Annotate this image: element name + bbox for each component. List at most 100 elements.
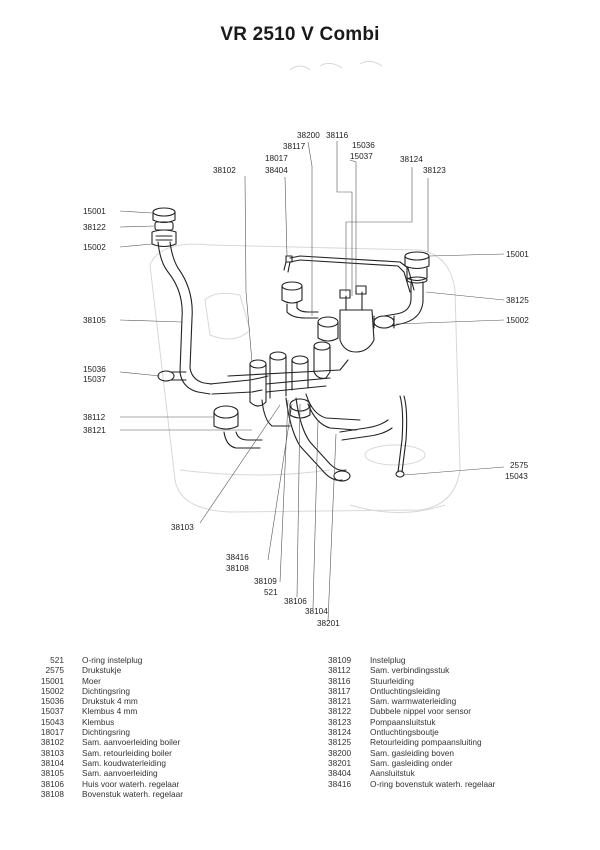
callout-15037: 15037 bbox=[350, 152, 373, 161]
legend-code: 521 bbox=[50, 655, 64, 665]
legend-row: 38201 Sam. gasleiding onder bbox=[328, 758, 495, 768]
legend-code: 38125 bbox=[328, 737, 352, 748]
legend-desc: Bovenstuk waterh. regelaar bbox=[82, 788, 184, 799]
callout-15002-left: 15002 bbox=[83, 243, 106, 252]
legend-desc: Retourleiding pompaansluiting bbox=[370, 737, 482, 748]
callout-2575: 2575 bbox=[510, 461, 529, 470]
callout-38121: 38121 bbox=[83, 426, 106, 435]
legend-code: 38117 bbox=[328, 685, 351, 696]
legend-desc: Sam. koudwaterleiding bbox=[82, 757, 166, 768]
nut-stack-left bbox=[151, 207, 177, 248]
callout-38124: 38124 bbox=[400, 155, 423, 164]
legend-desc: Dichtingsring bbox=[82, 727, 130, 738]
legend-code: 15002 bbox=[40, 685, 64, 696]
legend-code: 38112 bbox=[328, 665, 351, 676]
callout-15036-left: 15036 bbox=[83, 365, 106, 374]
legend-row: 38121 Sam. warmwaterleiding bbox=[328, 696, 495, 706]
callout-38125: 38125 bbox=[506, 296, 529, 305]
parts-legend-left: 521 O-ring instelplug 2575 Drukstukje 1500… bbox=[30, 655, 183, 799]
legend-code: 38123 bbox=[328, 716, 352, 727]
callout-15037-left: 15037 bbox=[83, 375, 106, 384]
legend-code: 38106 bbox=[40, 778, 64, 789]
legend-code: 38116 bbox=[328, 675, 351, 686]
callout-38102: 38102 bbox=[213, 166, 236, 175]
legend-code: 38121 bbox=[328, 696, 352, 707]
callout-38104: 38104 bbox=[305, 607, 328, 616]
legend-code: 15043 bbox=[40, 716, 64, 727]
callout-38200: 38200 bbox=[297, 131, 320, 140]
legend-desc: Sam. aanvoerleiding boiler bbox=[82, 737, 181, 748]
legend-code: 38104 bbox=[40, 757, 64, 768]
callout-38112: 38112 bbox=[83, 413, 106, 422]
legend-code: 38124 bbox=[328, 727, 352, 738]
exploded-parts-diagram: 38200 38116 38117 15036 18017 15037 3812… bbox=[83, 60, 529, 628]
legend-desc: Klembus 4 mm bbox=[82, 706, 138, 717]
legend-desc: Sam. gasleiding onder bbox=[370, 757, 453, 768]
boiler-ghost-outline bbox=[149, 60, 461, 513]
thin-tube-2575 bbox=[395, 395, 408, 478]
legend-desc: Aansluitstuk bbox=[370, 768, 415, 779]
callout-521: 521 bbox=[264, 588, 278, 597]
callout-38123: 38123 bbox=[423, 166, 446, 175]
legend-row: 38103 Sam. retourleiding boiler bbox=[30, 748, 183, 758]
legend-row: 38117 Ontluchtingsleiding bbox=[328, 686, 495, 696]
legend-desc: Sam. warmwaterleiding bbox=[370, 696, 457, 707]
legend-desc: Sam. aanvoerleiding bbox=[82, 768, 158, 779]
callout-38122: 38122 bbox=[83, 223, 106, 232]
legend-desc: Sam. gasleiding boven bbox=[370, 747, 454, 758]
legend-desc: Pompaansluitstuk bbox=[370, 716, 436, 727]
callout-38108: 38108 bbox=[226, 564, 249, 573]
legend-code: 38102 bbox=[40, 737, 64, 748]
legend-desc: O-ring instelplug bbox=[82, 655, 143, 665]
legend-code: 38201 bbox=[328, 757, 352, 768]
legend-row: 38124 Ontluchtingsboutje bbox=[328, 727, 495, 737]
legend-code: 38103 bbox=[40, 747, 64, 758]
legend-code: 15036 bbox=[40, 696, 64, 707]
legend-desc: Ontluchtingsboutje bbox=[370, 727, 439, 738]
legend-row: 38102 Sam. aanvoerleiding boiler bbox=[30, 737, 183, 747]
legend-desc: Ontluchtingsleiding bbox=[370, 685, 441, 696]
legend-row: 15037 Klembus 4 mm bbox=[30, 706, 183, 716]
legend-code: 15037 bbox=[40, 706, 64, 717]
callout-labels: 38200 38116 38117 15036 18017 15037 3812… bbox=[83, 131, 529, 628]
callout-18017: 18017 bbox=[265, 154, 288, 163]
legend-desc: Drukstukje bbox=[82, 665, 122, 676]
callout-38106: 38106 bbox=[284, 597, 307, 606]
callout-15001-left: 15001 bbox=[83, 207, 106, 216]
callout-38201: 38201 bbox=[317, 619, 340, 628]
callout-15036: 15036 bbox=[352, 141, 375, 150]
legend-row: 38104 Sam. koudwaterleiding bbox=[30, 758, 183, 768]
legend-code: 15001 bbox=[40, 675, 64, 686]
leader-lines bbox=[119, 141, 505, 622]
pump-return-right bbox=[383, 251, 430, 327]
legend-desc: Stuurleiding bbox=[370, 675, 414, 686]
legend-code: 38416 bbox=[328, 778, 352, 789]
callout-38116: 38116 bbox=[326, 131, 349, 140]
legend-code: 2575 bbox=[45, 665, 64, 676]
legend-code: 38109 bbox=[328, 655, 352, 665]
legend-row: 38123 Pompaansluitstuk bbox=[328, 717, 495, 727]
legend-row: 38116 Stuurleiding bbox=[328, 676, 495, 686]
callout-38105: 38105 bbox=[83, 316, 106, 325]
callout-15002-right: 15002 bbox=[506, 316, 529, 325]
callout-38103: 38103 bbox=[171, 523, 194, 532]
page-title: VR 2510 V Combi bbox=[220, 24, 380, 45]
callout-15043: 15043 bbox=[505, 472, 528, 481]
legend-row: 15036 Drukstuk 4 mm bbox=[30, 696, 183, 706]
legend-desc: Sam. retourleiding boiler bbox=[82, 747, 172, 758]
legend-code: 18017 bbox=[40, 727, 64, 738]
gas-pipe-top bbox=[281, 281, 395, 353]
legend-code: 38105 bbox=[40, 768, 64, 779]
legend-row: 38105 Sam. aanvoerleiding bbox=[30, 768, 183, 778]
legend-desc: Drukstuk 4 mm bbox=[82, 696, 138, 707]
control-line-38116 bbox=[283, 255, 415, 293]
pipe-38105 bbox=[157, 241, 213, 395]
